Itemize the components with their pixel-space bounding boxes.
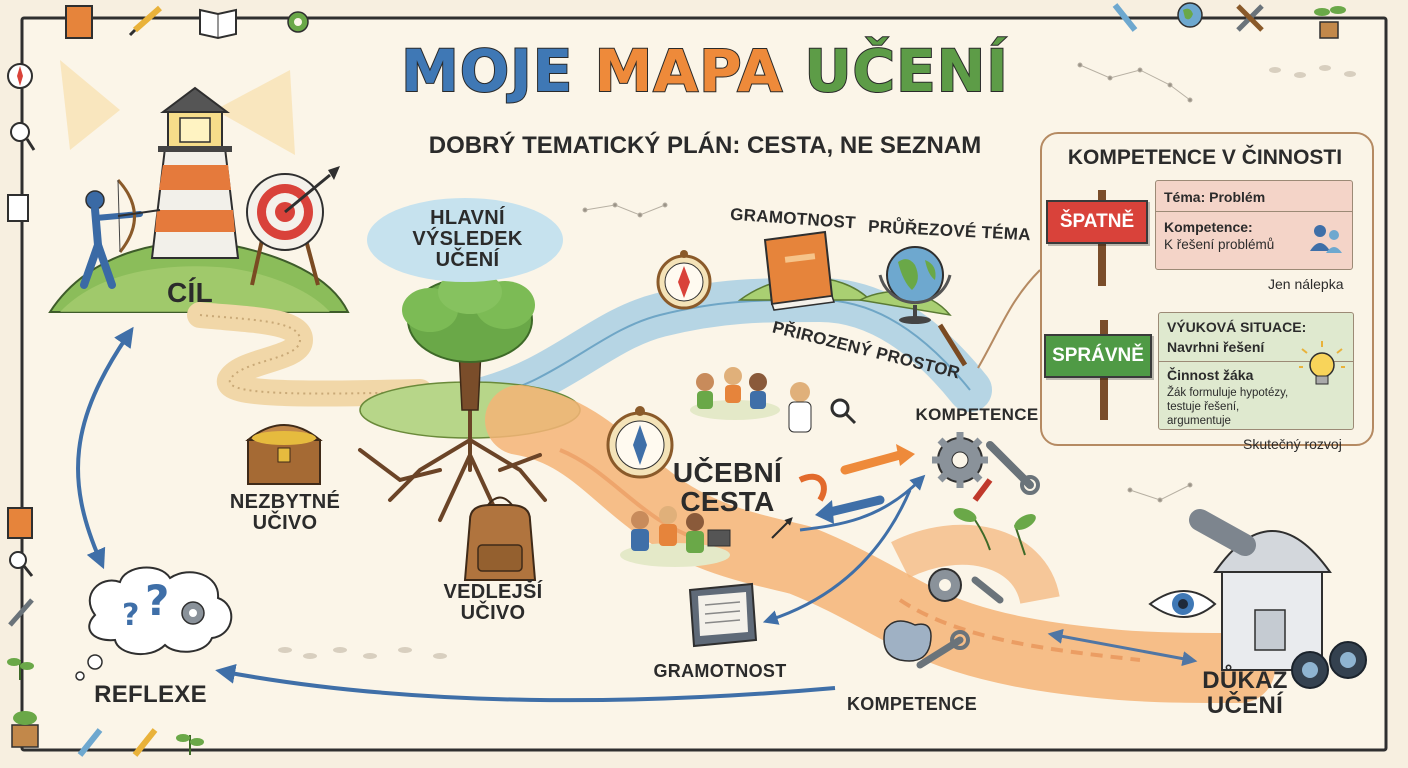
activity-value: Žák formuluje hypotézy, testuje řešení, … [1167, 387, 1289, 427]
pencil-icon [128, 5, 162, 37]
svg-text:?: ? [145, 576, 169, 625]
situation-value: Navrhni řešení [1167, 339, 1265, 355]
page-subtitle: DOBRÝ TEMATICKÝ PLÁN: CESTA, NE SEZNAM [428, 132, 982, 159]
title-part2: MAPA [594, 37, 784, 105]
right-card: VÝUKOVÁ SITUACE: Navrhni řešení Činnost … [1158, 312, 1354, 430]
reflection-label: REFLEXE [94, 681, 207, 708]
wrong-sign: ŠPATNĚ [1046, 200, 1148, 244]
wrong-competence-label: Kompetence: [1164, 219, 1253, 235]
right-caption: Skutečný rozvoj [1243, 436, 1342, 452]
wrong-competence-value: K řešení problémů [1164, 237, 1275, 252]
situation-label: VÝUKOVÁ SITUACE: [1167, 319, 1307, 335]
book-icon [65, 5, 93, 39]
compass-icon [606, 406, 674, 479]
evidence-label: DŮKAZ UČENÍ [1202, 667, 1288, 720]
wrong-card: Téma: Problém Kompetence: K řešení probl… [1155, 180, 1353, 270]
activity-label: Činnost žáka [1167, 367, 1254, 383]
magnifier-icon [9, 551, 34, 577]
tools-icon [932, 432, 1040, 502]
tools-icon [1236, 4, 1264, 32]
pencil-icon [1112, 3, 1138, 32]
learning-path-label: UČEBNÍ CESTA [672, 457, 783, 518]
book-icon [7, 507, 33, 539]
title-part3: UČENÍ [803, 37, 1009, 105]
target-icon [246, 166, 340, 286]
goal-hill [48, 241, 350, 313]
compass-icon [656, 250, 712, 310]
book-icon [763, 230, 835, 311]
lightbulb-icon [1299, 341, 1345, 385]
eye-icon [1148, 590, 1217, 618]
right-sign: SPRÁVNĚ [1044, 334, 1152, 378]
globe-icon [878, 246, 952, 324]
page-title: MOJE MAPA UČENÍ [360, 41, 1050, 101]
binoculars-icon [1291, 641, 1367, 689]
wrong-caption: Jen nálepka [1268, 276, 1344, 292]
competence-right-label: KOMPETENCE [915, 405, 1039, 424]
essential-content-label: NEZBYTNÉ UČIVO [229, 491, 341, 534]
tools-icon [8, 598, 34, 627]
plant-icon [11, 711, 39, 748]
main-outcome-label: HLAVNÍ VÝSLEDEK UČENÍ [412, 207, 523, 271]
main-outcome-cloud [367, 198, 563, 282]
pencil-icon [77, 728, 103, 757]
gear-icon [287, 11, 309, 33]
wrong-topic: Téma: Problém [1164, 189, 1266, 205]
thought-cloud-icon: ? ? [75, 566, 233, 681]
competence-bottom-label: KOMPETENCE [846, 694, 977, 714]
goal-label: CÍL [166, 277, 213, 308]
plant-icon [7, 658, 34, 680]
people-icon [1310, 225, 1342, 253]
tree-icon [358, 270, 547, 557]
gear-icon [928, 568, 1004, 604]
literacy-bottom-label: GRAMOTNOST [653, 661, 787, 681]
plant-icon [176, 734, 204, 755]
lighthouse-icon [60, 60, 295, 259]
open-book-icon [688, 582, 758, 648]
secondary-content-label: VEDLEJŠÍ UČIVO [443, 581, 543, 624]
title-part1: MOJE [400, 37, 574, 105]
book-icon [7, 194, 29, 222]
people-icon [620, 506, 731, 567]
open-book-icon [199, 8, 237, 40]
plant-icon [1314, 6, 1346, 39]
svg-text:?: ? [122, 598, 139, 633]
pencil-icon [132, 728, 158, 757]
globe-icon [1177, 2, 1203, 28]
compass-icon [7, 63, 33, 89]
tools-icon [883, 620, 970, 669]
panel-title: KOMPETENCE V ČINNOSTI [1067, 146, 1343, 169]
treasure-chest-icon [245, 424, 323, 485]
backpack-icon [463, 496, 537, 581]
plant-icon [953, 508, 1036, 556]
archer-icon [80, 178, 161, 289]
people-icon [690, 367, 857, 433]
magnifier-icon [10, 122, 36, 151]
